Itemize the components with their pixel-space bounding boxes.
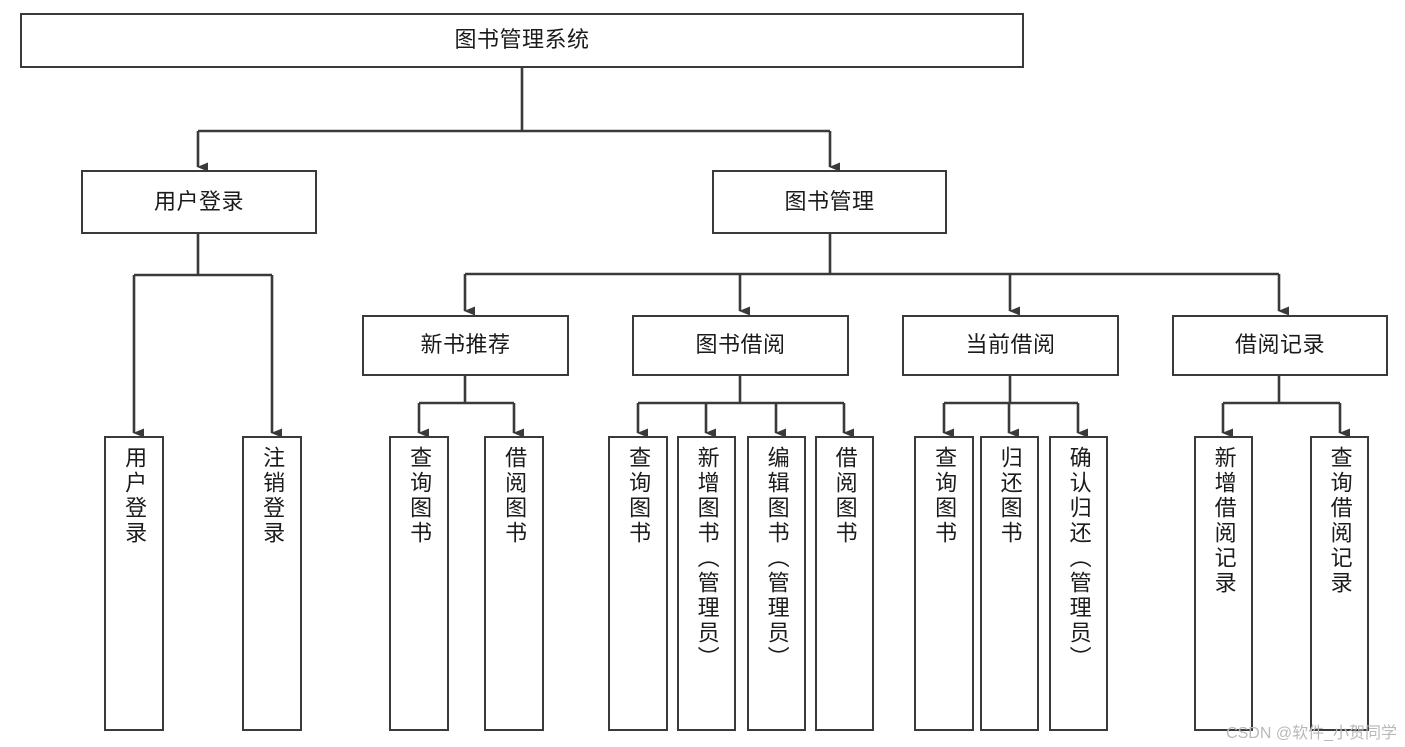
node-root-book-management-system[interactable]: 图书管理系统: [20, 13, 1024, 68]
node-label: 借阅图书: [502, 446, 528, 546]
node-leaf-book-borrow-add[interactable]: 新增图书（管理员）: [677, 436, 736, 731]
node-label: 新书推荐: [420, 332, 511, 358]
node-leaf-borrow-record-query[interactable]: 查询借阅记录: [1310, 436, 1369, 731]
node-leaf-book-borrow-edit[interactable]: 编辑图书（管理员）: [747, 436, 806, 731]
node-current-borrow[interactable]: 当前借阅: [902, 315, 1119, 376]
node-borrow-record[interactable]: 借阅记录: [1172, 315, 1388, 376]
node-label: 借阅图书: [832, 446, 858, 546]
node-label: 借阅记录: [1234, 332, 1325, 358]
csdn-watermark: CSDN @软件_小贺同学: [1226, 725, 1397, 742]
node-leaf-current-borrow-query[interactable]: 查询图书: [914, 436, 974, 731]
node-label: 注销登录: [260, 446, 286, 546]
node-label: 用户登录: [122, 446, 148, 546]
node-leaf-new-book-query[interactable]: 查询图书: [389, 436, 449, 731]
node-label: 查询图书: [407, 446, 433, 546]
node-leaf-current-borrow-confirm[interactable]: 确认归还（管理员）: [1049, 436, 1108, 731]
node-new-book-recommend[interactable]: 新书推荐: [362, 315, 569, 376]
node-leaf-user-login-logout[interactable]: 注销登录: [242, 436, 302, 731]
node-label: 图书管理: [784, 188, 875, 214]
node-book-borrow[interactable]: 图书借阅: [632, 315, 849, 376]
node-user-login[interactable]: 用户登录: [81, 170, 317, 234]
node-label: 新增借阅记录: [1211, 446, 1237, 596]
node-label: 编辑图书（管理员）: [764, 446, 790, 671]
node-label: 图书借阅: [695, 332, 786, 358]
node-leaf-current-borrow-return[interactable]: 归还图书: [980, 436, 1039, 731]
node-label: 新增图书（管理员）: [694, 446, 720, 671]
node-label: 查询图书: [932, 446, 958, 546]
node-label: 用户登录: [153, 188, 244, 214]
node-label: 确认归还（管理员）: [1066, 446, 1092, 671]
node-leaf-new-book-borrow[interactable]: 借阅图书: [484, 436, 544, 731]
node-label: 归还图书: [997, 446, 1023, 546]
node-label: 查询图书: [626, 446, 652, 546]
node-label: 当前借阅: [965, 332, 1056, 358]
node-label: 图书管理系统: [454, 27, 590, 53]
node-leaf-book-borrow-query[interactable]: 查询图书: [608, 436, 668, 731]
node-leaf-book-borrow-lend[interactable]: 借阅图书: [815, 436, 874, 731]
node-leaf-borrow-record-add[interactable]: 新增借阅记录: [1194, 436, 1253, 731]
node-leaf-user-login-signin[interactable]: 用户登录: [104, 436, 164, 731]
node-label: 查询借阅记录: [1327, 446, 1353, 596]
node-book-management[interactable]: 图书管理: [712, 170, 947, 234]
